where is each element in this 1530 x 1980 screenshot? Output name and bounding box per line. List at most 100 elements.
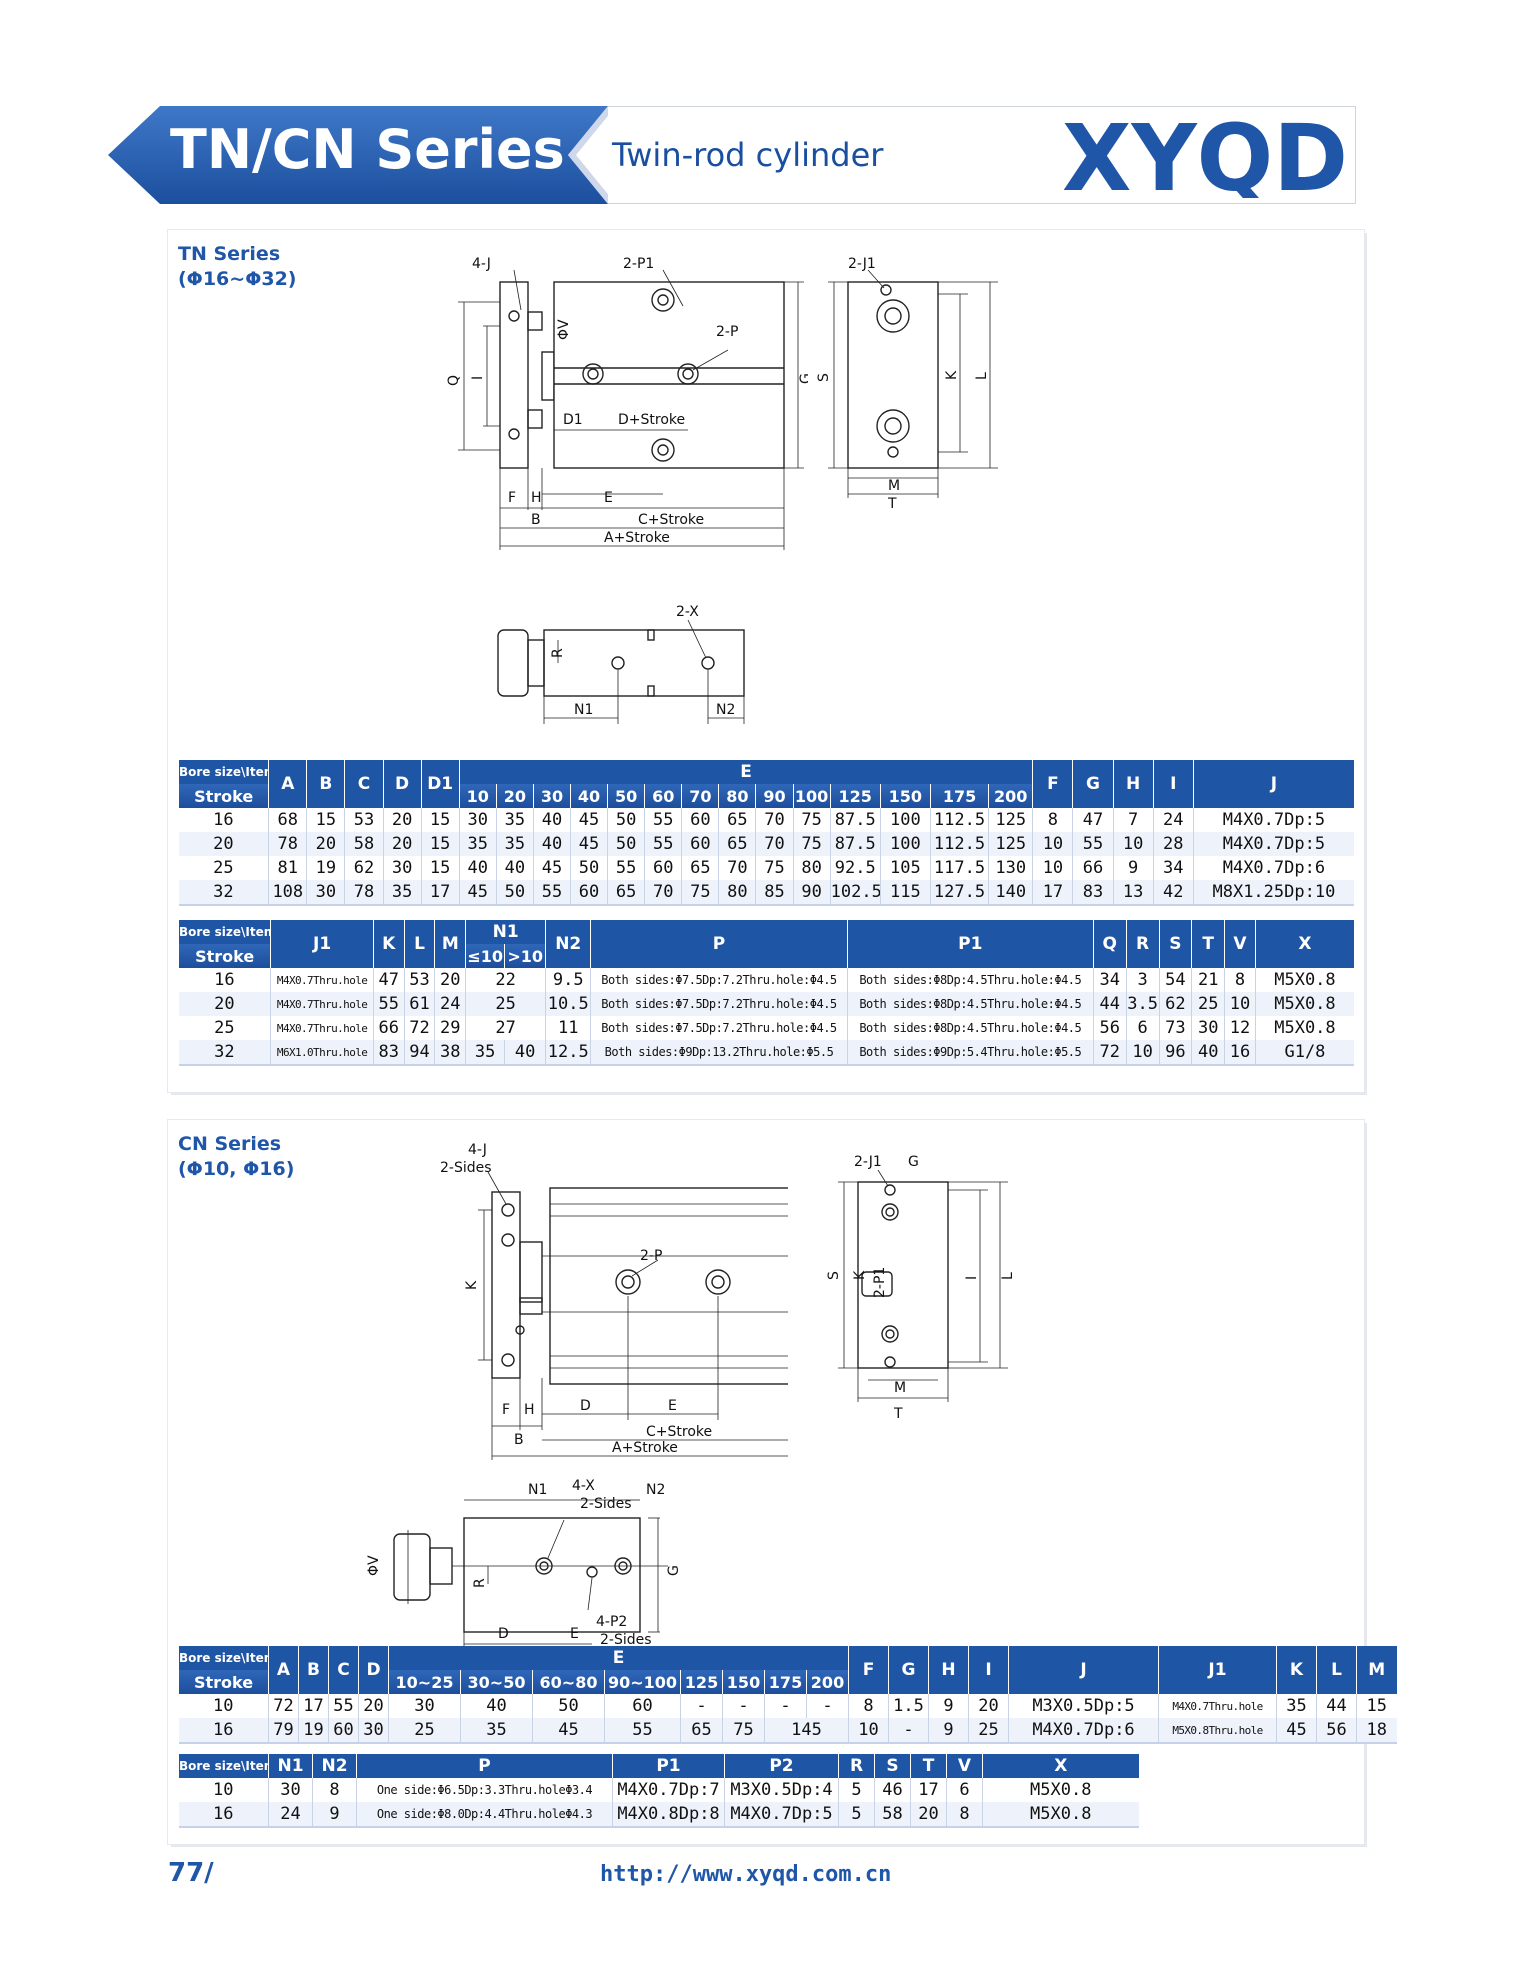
cn-t1-e-sub-3: 90~100 (604, 1670, 681, 1694)
tn-t1-cell: 10 (1032, 856, 1073, 880)
tn-label-s: S (816, 373, 832, 382)
cn-label-4p2: 4-P2 (596, 1614, 627, 1630)
tn-t2-cell: 27 (465, 1016, 546, 1040)
tn-t1-e-sub-11: 150 (879, 784, 931, 808)
tn-t1-e-sub-4: 50 (607, 784, 645, 808)
cn-t1-cell: - (806, 1694, 849, 1718)
cn-t1-corner-bottom: Stroke (178, 1670, 269, 1694)
tn-t2-cell: 12 (1224, 1016, 1256, 1040)
cn-t1-col-l: L (1316, 1646, 1357, 1694)
tn-t2-col-v: V (1224, 920, 1256, 968)
tn-t2-cell: 3 (1125, 968, 1159, 992)
cn-t2-cell: 5 (838, 1778, 875, 1802)
tn-t1-cell: 35 (495, 832, 534, 856)
tn-t1-cell: 75 (792, 832, 831, 856)
tn-t2-cell: 61 (403, 992, 435, 1016)
tn-t2-cell: Both sides:Φ9Dp:5.4Thru.hole:Φ5.5 (846, 1040, 1094, 1066)
tn-t2-cell: 3.5 (1125, 992, 1159, 1016)
tn-t1-e-sub-8: 90 (755, 784, 794, 808)
cn-t1-col-m: M (1356, 1646, 1397, 1694)
tn-t1-col-h: H (1112, 760, 1154, 808)
tn-t1-cell: 45 (458, 880, 497, 906)
tn-label-h: H (531, 490, 542, 506)
tn-t1-cell: 13 (1112, 880, 1154, 906)
tn-t1-e-sub-3: 40 (569, 784, 608, 808)
tn-t1-cell: 24 (1152, 808, 1194, 832)
tn-side-view-drawing: 2-J1 S K L M T (816, 256, 998, 510)
tn-t2-corner-top: Bore size\Item (177, 920, 271, 944)
tn-t2-col-s: S (1158, 920, 1192, 968)
tn-t1-cell: 100 (879, 832, 931, 856)
footer-url-link[interactable]: http://www.xyqd.com.cn (600, 1862, 892, 1887)
tn-label-2p1: 2-P1 (623, 256, 654, 272)
cn-t2-cell: 6 (946, 1778, 983, 1802)
cn-label-phiv: ΦV (366, 1555, 382, 1576)
tn-t1-e-sub-5: 60 (644, 784, 682, 808)
tn-bottom-view-drawing: 2-X R N1 N2 (497, 604, 745, 724)
tn-t2-cell: 25 (178, 1016, 271, 1040)
tn-t2-cell: 8 (1224, 968, 1256, 992)
tn-t2-col-q: Q (1092, 920, 1127, 968)
tn-label-f: F (508, 490, 516, 506)
tn-t1-cell: 85 (755, 880, 794, 906)
tn-t1-cell: 75 (792, 808, 831, 832)
cn-t2-cell: 58 (874, 1802, 911, 1828)
cn-t1-cell: 40 (460, 1694, 533, 1718)
tn-t2-col-p: P (590, 920, 848, 968)
cn-t1-cell: 30 (358, 1718, 389, 1744)
tn-t2-cell: 21 (1191, 968, 1225, 992)
tn-t2-cell: 25 (1191, 992, 1225, 1016)
cn-label-bottom-d: D (498, 1626, 509, 1642)
cn-t1-cell: 65 (680, 1718, 723, 1744)
cn-t1-cell: - (764, 1694, 807, 1718)
tn-t2-cell: Both sides:Φ7.5Dp:7.2Thru.hole:Φ4.5 (590, 992, 848, 1016)
tn-t2-cell: 54 (1158, 968, 1192, 992)
tn-t1-cell: 105 (879, 856, 931, 880)
cn-t2-corner-top: Bore size\Item (178, 1754, 269, 1778)
tn-t1-e-sub-2: 30 (532, 784, 571, 808)
cn-t2-col-p2: P2 (724, 1754, 839, 1778)
cn-label-bottom-g: G (666, 1565, 682, 1576)
cn-t1-corner-top: Bore size\Item (178, 1646, 269, 1670)
cn-t1-e-sub-1: 30~50 (460, 1670, 533, 1694)
tn-t2-cell: Both sides:Φ8Dp:4.5Thru.hole:Φ4.5 (846, 1016, 1094, 1040)
tn-t1-corner-top: Bore size\Item (177, 760, 269, 784)
tn-label-d1: D1 (563, 412, 583, 428)
xyqd-logo: XYQD (1062, 116, 1348, 198)
cn-t1-cell: 20 (358, 1694, 389, 1718)
tn-t1-cell: 55 (532, 880, 571, 906)
cn-t2-cell: M3X0.5Dp:4 (724, 1778, 839, 1802)
tn-t1-cell: 78 (344, 880, 384, 906)
tn-t1-cell: 20 (382, 808, 422, 832)
cn-t2-cell: 5 (838, 1802, 875, 1828)
cn-series-panel: CN Series (Φ10, Φ16) (168, 1120, 1397, 1844)
tn-t2-cell: 66 (372, 1016, 405, 1040)
tn-t1-cell: 15 (306, 808, 345, 832)
cn-label-2sides: 2-Sides (440, 1160, 492, 1176)
tn-t2-n1-sub-gt10: >10 (504, 944, 546, 968)
cn-t2-cell: 46 (874, 1778, 911, 1802)
cn-t1-cell: M3X0.5Dp:5 (1008, 1694, 1159, 1718)
cn-t1-cell: M4X0.7Thru.hole (1158, 1694, 1277, 1718)
cn-t2-cell: 16 (178, 1802, 269, 1828)
tn-t1-cell: 115 (879, 880, 931, 906)
cn-t2-cell: 8 (312, 1778, 357, 1802)
cn-t2-col-p: P (356, 1754, 613, 1778)
cn-label-4x: 4-X (572, 1478, 595, 1494)
cn-t2-cell: M4X0.8Dp:8 (612, 1802, 725, 1828)
tn-t2-cell: 72 (403, 1016, 435, 1040)
tn-t2-col-m: M (434, 920, 466, 968)
tn-label-2x: 2-X (676, 604, 699, 620)
tn-label-4j: 4-J (472, 256, 491, 272)
tn-label-g: G (798, 373, 808, 384)
tn-t2-cell: 56 (1092, 1016, 1127, 1040)
cn-label-m: M (894, 1380, 906, 1396)
cn-t1-cell: 45 (1276, 1718, 1317, 1744)
tn-t2-cell: 24 (434, 992, 466, 1016)
tn-t1-cell: 125 (988, 832, 1033, 856)
tn-t1-cell: 58 (344, 832, 384, 856)
tn-t1-e-sub-12: 175 (929, 784, 989, 808)
tn-t1-cell: 20 (382, 832, 422, 856)
tn-label-q: Q (446, 375, 462, 386)
